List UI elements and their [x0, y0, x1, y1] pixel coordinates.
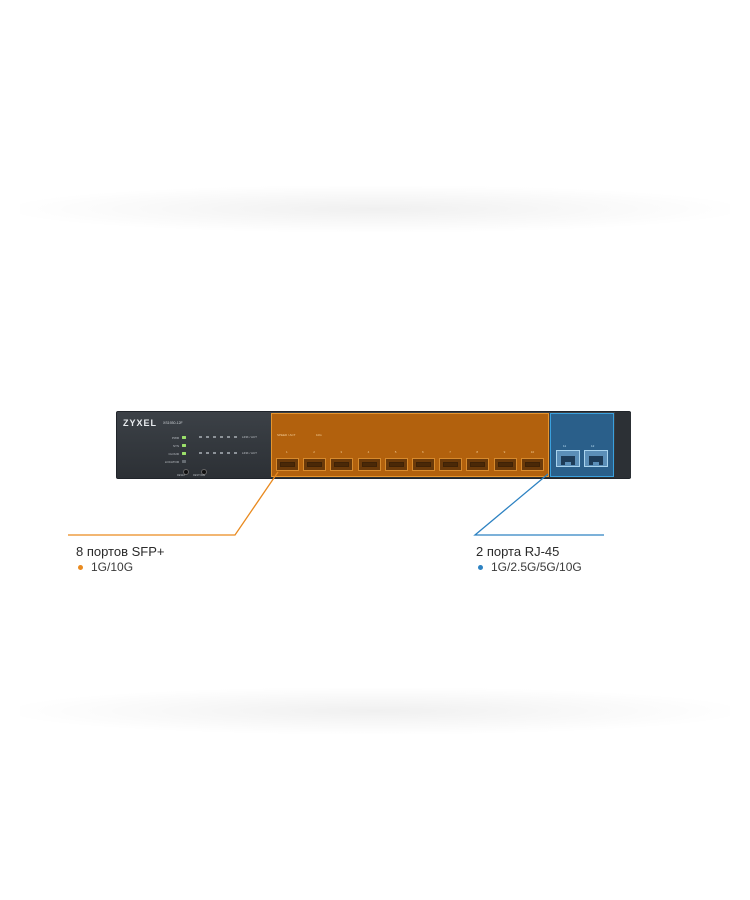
led-label-cloud: CLOUD: [168, 452, 179, 456]
sfp-port-number-8: 8: [476, 450, 479, 454]
sfp-port-8[interactable]: [466, 458, 490, 471]
led-label-pwr: PWR: [172, 436, 179, 440]
sfp-port-5[interactable]: [384, 458, 408, 471]
sfp-header-10g: 10G: [316, 433, 322, 437]
sfp-port-2[interactable]: [303, 458, 327, 471]
reset-label: RESET: [177, 474, 186, 477]
shadow-band-bottom: [20, 688, 730, 734]
sfp-port-6[interactable]: [412, 458, 435, 471]
sfp-callout-detail: 1G/10G: [91, 560, 134, 574]
switch-right-edge: [615, 412, 631, 478]
rj-port-number-11: 11: [563, 444, 567, 448]
rj45-port-11[interactable]: [556, 450, 580, 467]
sfp-port-number-1: 1: [286, 450, 288, 454]
led-label-locator: LOCATOR: [164, 460, 179, 464]
sfp-bullet-dot: [78, 565, 83, 570]
restore-label: RESTORE: [193, 474, 206, 477]
cloud-led: [182, 452, 186, 455]
sfp-port-region: SPEED / ACT 10G 1 2 3 4 5 6 7 8 9 10: [271, 413, 549, 477]
shadow-band-top: [20, 186, 730, 232]
model-label: XS1930-12F: [163, 421, 183, 425]
link-act-label-bottom: LINK / ACT: [242, 451, 258, 455]
sfp-port-number-5: 5: [394, 450, 397, 454]
sfp-port-4[interactable]: [357, 458, 381, 471]
rj45-port-region: 11 12: [550, 413, 614, 477]
sfp-port-number-6: 6: [422, 450, 424, 454]
sfp-port-3[interactable]: [330, 458, 354, 471]
sfp-port-10[interactable]: [520, 458, 544, 471]
sfp-callout-title: 8 портов SFP+: [76, 544, 165, 559]
sys-led: [182, 444, 186, 447]
sfp-port-1[interactable]: [276, 458, 299, 471]
rj45-bullet-dot: [478, 565, 483, 570]
sfp-port-number-2: 2: [313, 450, 315, 454]
sfp-port-number-3: 3: [340, 450, 343, 454]
sfp-header-speed: SPEED / ACT: [277, 433, 296, 437]
sfp-leader-line: [68, 471, 279, 536]
rj45-port-12[interactable]: [584, 450, 608, 467]
network-switch: ZYXEL XS1930-12F PWR SYS CLOUD LOCATOR L…: [116, 411, 631, 479]
pwr-led: [182, 436, 186, 439]
reset-button[interactable]: [183, 469, 189, 475]
sfp-port-number-9: 9: [503, 450, 506, 454]
locator-led: [182, 460, 186, 463]
rj-port-number-12: 12: [591, 444, 595, 448]
sfp-port-7[interactable]: [439, 458, 463, 471]
link-act-label-top: LINK / ACT: [242, 435, 258, 439]
led-label-sys: SYS: [172, 444, 179, 448]
rj45-callout-title: 2 порта RJ-45: [476, 544, 560, 559]
brand-logo: ZYXEL: [123, 418, 158, 428]
restore-button[interactable]: [201, 469, 207, 475]
sfp-port-9[interactable]: [493, 458, 517, 471]
sfp-port-number-7: 7: [449, 450, 451, 454]
rj45-callout-detail: 1G/2.5G/5G/10G: [491, 560, 582, 574]
rj45-leader-line: [473, 473, 604, 536]
sfp-port-number-10: 10: [530, 450, 535, 454]
sfp-port-number-4: 4: [367, 450, 370, 454]
